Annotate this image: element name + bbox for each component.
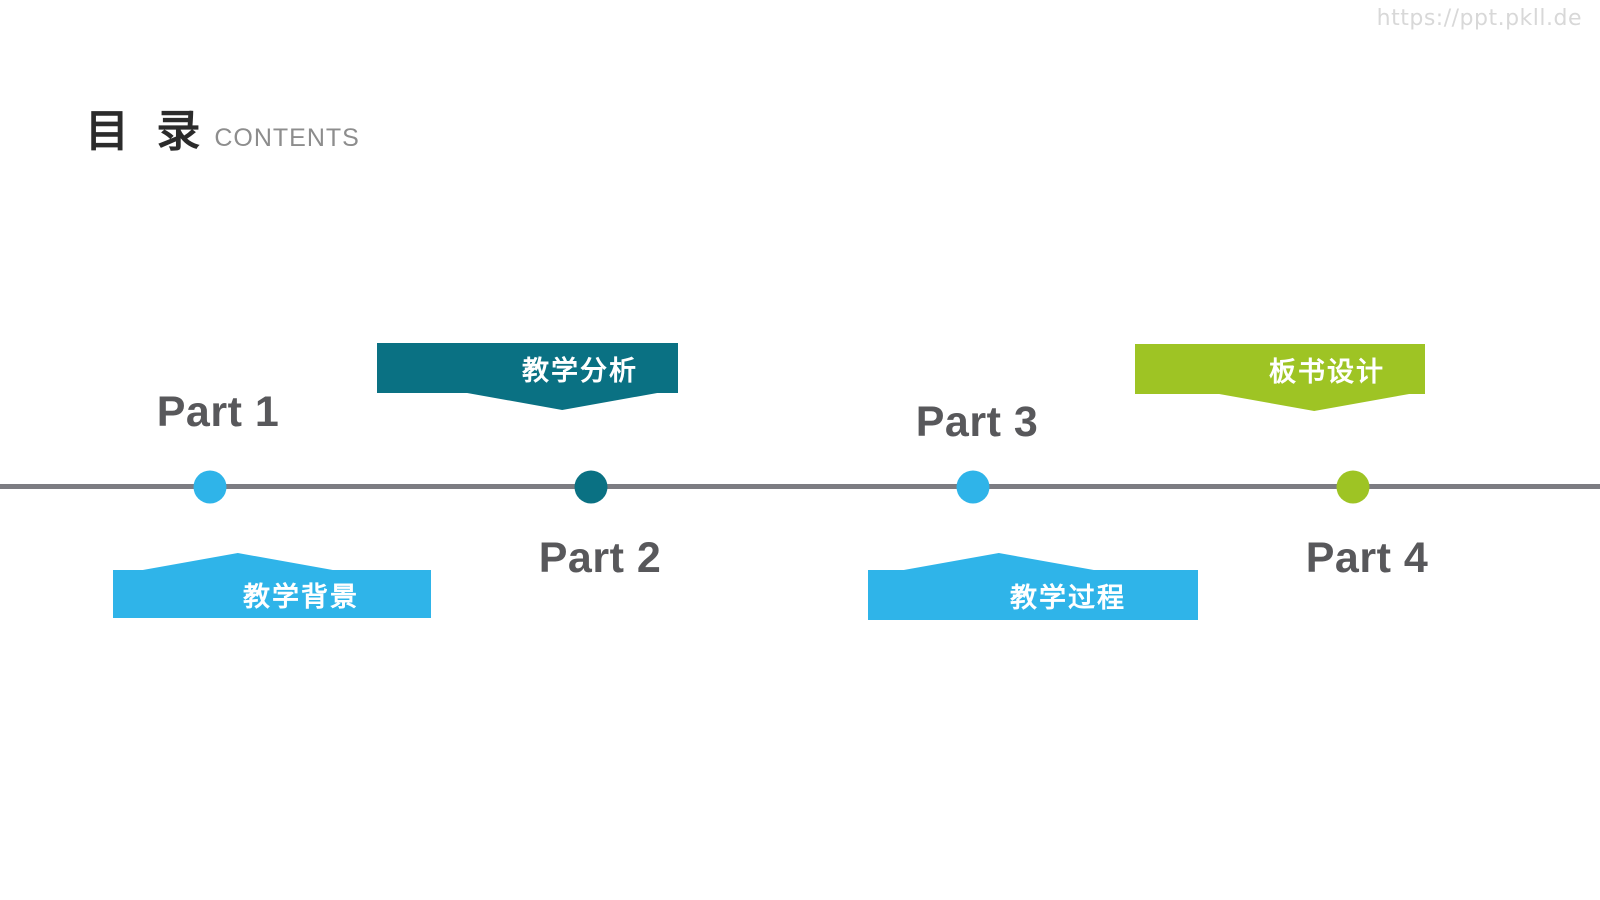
section-banner-label-4: 板书设计	[1269, 356, 1385, 388]
timeline-dot-part-2[interactable]	[574, 470, 608, 504]
part-label-3: Part 3	[915, 398, 1039, 446]
timeline-axis	[0, 484, 1600, 489]
site-watermark: https://ppt.pkll.de	[1376, 6, 1582, 31]
section-banner-label-1: 教学背景	[243, 581, 359, 613]
banner-notch-4	[1219, 394, 1410, 411]
timeline-dot-part-3[interactable]	[956, 470, 990, 504]
section-banner-label-3: 教学过程	[1010, 582, 1126, 614]
banner-notch-1	[142, 553, 333, 570]
timeline-dot-part-4[interactable]	[1336, 470, 1370, 504]
page-title-en: CONTENTS	[214, 124, 360, 152]
section-banner-2[interactable]: 教学分析	[377, 343, 678, 410]
section-banner-3[interactable]: 教学过程	[868, 553, 1198, 620]
section-banner-label-2: 教学分析	[522, 355, 638, 387]
page-title: 目 录 CONTENTS	[85, 95, 360, 159]
section-banner-1[interactable]: 教学背景	[113, 553, 431, 618]
section-banner-4[interactable]: 板书设计	[1135, 344, 1425, 411]
page-title-cn: 目 录	[85, 106, 207, 157]
banner-notch-2	[466, 393, 657, 410]
banner-notch-3	[903, 553, 1094, 570]
timeline-dot-part-1[interactable]	[193, 470, 227, 504]
part-label-2: Part 2	[538, 534, 662, 582]
part-label-4: Part 4	[1305, 534, 1429, 582]
part-label-1: Part 1	[156, 388, 280, 436]
